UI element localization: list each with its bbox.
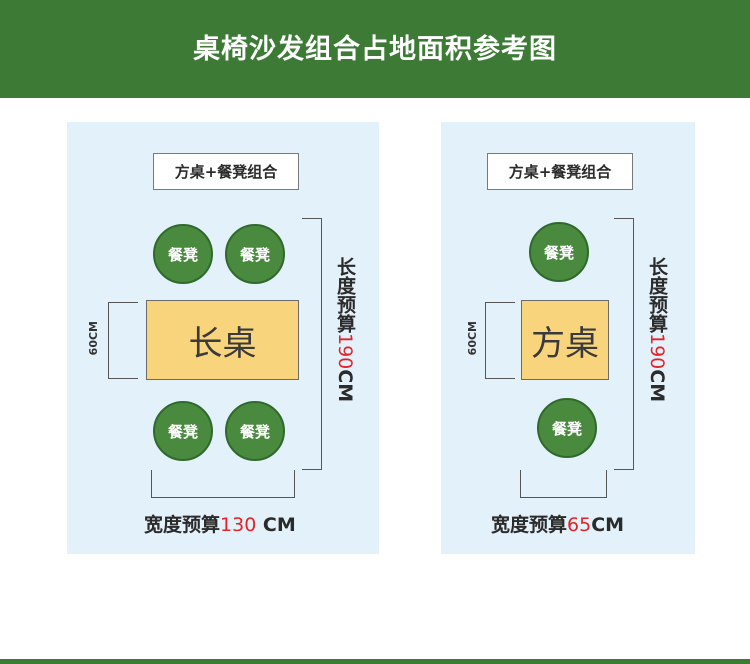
- left-length-dim: 长度预算190CM: [332, 257, 359, 402]
- left-width-value: 130: [220, 514, 257, 536]
- left-length-bracket: [302, 218, 322, 470]
- right-length-bracket: [614, 218, 634, 470]
- left-length-unit: CM: [334, 369, 356, 403]
- left-side-bracket: [108, 302, 138, 379]
- page-title: 桌椅沙发组合占地面积参考图: [193, 33, 557, 65]
- left-table: 长桌: [146, 300, 299, 380]
- right-table: 方桌: [521, 300, 609, 380]
- right-width-unit: CM: [591, 514, 625, 536]
- right-width-bracket: [520, 470, 607, 498]
- header-banner: 桌椅沙发组合占地面积参考图: [0, 0, 750, 98]
- left-combo-label: 方桌+餐凳组合: [153, 153, 299, 190]
- right-side-dim: 60CM: [466, 321, 479, 356]
- left-width-dim: 宽度预算130 CM: [144, 510, 296, 537]
- right-stool-top: 餐凳: [529, 222, 589, 282]
- left-length-prefix: 长度预算: [334, 257, 356, 333]
- left-width-prefix: 宽度预算: [144, 514, 221, 536]
- left-width-unit: CM: [256, 514, 296, 536]
- right-length-prefix: 长度预算: [646, 257, 668, 333]
- left-stool-top-2: 餐凳: [225, 224, 285, 284]
- left-stool-bottom-1: 餐凳: [153, 401, 213, 461]
- left-length-value: 190: [334, 333, 356, 370]
- right-length-dim: 长度预算190CM: [644, 257, 671, 402]
- right-side-bracket: [485, 302, 515, 379]
- right-width-prefix: 宽度预算: [491, 514, 568, 536]
- right-length-unit: CM: [646, 369, 668, 403]
- left-width-bracket: [151, 470, 295, 498]
- left-stool-bottom-2: 餐凳: [225, 401, 285, 461]
- left-stool-top-1: 餐凳: [153, 224, 213, 284]
- right-combo-label: 方桌+餐凳组合: [487, 153, 633, 190]
- bottom-divider: [0, 659, 750, 664]
- right-stool-bottom: 餐凳: [537, 398, 597, 458]
- right-width-value: 65: [567, 514, 592, 536]
- right-width-dim: 宽度预算65CM: [491, 510, 624, 537]
- left-side-dim: 60CM: [87, 321, 100, 356]
- right-length-value: 190: [646, 333, 668, 370]
